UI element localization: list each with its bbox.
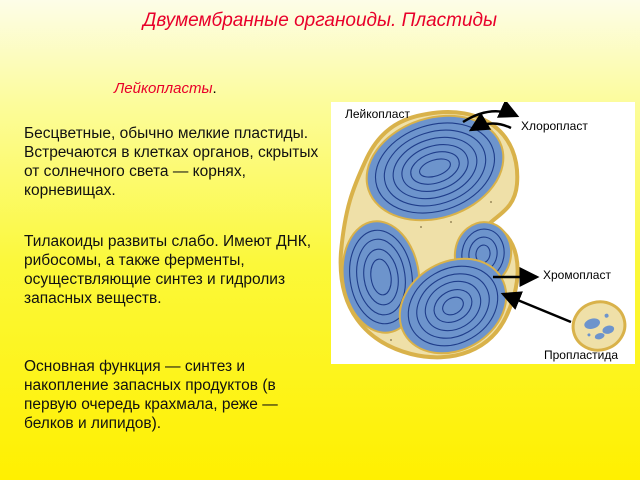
starch-granule-large — [365, 114, 505, 222]
paragraph-function: Основная функция — синтез и накопление з… — [24, 358, 278, 432]
starch-granule-bottom — [398, 257, 508, 355]
leukoplast-illustration: Лейкопласт Хлоропласт Хромопласт Проплас… — [331, 102, 635, 364]
proplastid-cell — [571, 300, 627, 352]
subtitle-dot: . — [212, 80, 217, 97]
paragraph-structure: Тилакоиды развиты слабо. Имеют ДНК, рибо… — [24, 233, 312, 307]
label-chromoplast: Хромопласт — [543, 268, 611, 282]
label-chloroplast: Хлоропласт — [521, 119, 588, 133]
section-subtitle: Лейкопласты. — [114, 80, 217, 97]
arrow-from-proplastid — [500, 291, 572, 324]
slide-title: Двумембранные органоиды. Пластиды — [142, 10, 498, 31]
arrow-to-chloroplast — [462, 102, 520, 124]
paragraph-description: Бесцветные, обычно мелкие пластиды. Встр… — [24, 125, 319, 199]
subtitle-text: Лейкопласты — [114, 80, 213, 97]
leukoplast-drawing — [338, 102, 627, 360]
label-leukoplast: Лейкопласт — [345, 107, 410, 121]
label-proplastid: Пропластида — [544, 348, 619, 362]
arrow-from-chloroplast — [468, 112, 512, 132]
